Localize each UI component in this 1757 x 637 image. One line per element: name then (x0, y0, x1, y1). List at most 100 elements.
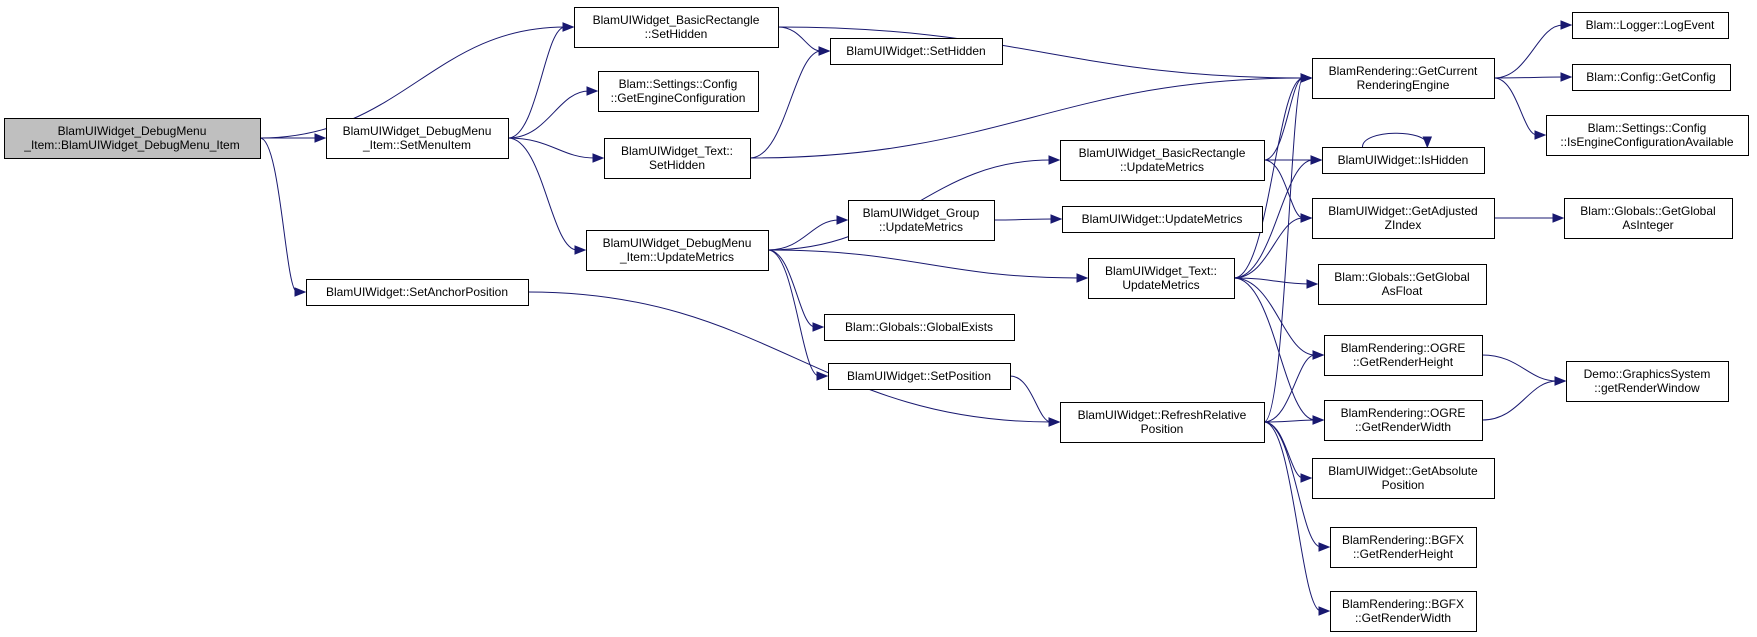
edge-arrowhead (1554, 376, 1567, 386)
node-br-updatemetrics[interactable]: BlamUIWidget_BasicRectangle::UpdateMetri… (1060, 140, 1265, 181)
edge-ishidden-to-ishidden (1362, 132, 1433, 149)
node-label-line: Position (1141, 422, 1184, 436)
node-globalexists[interactable]: Blam::Globals::GlobalExists (824, 314, 1015, 341)
edge-br-updatemetrics-to-getcurrentengine (1263, 73, 1313, 161)
node-label-line: BlamRendering::GetCurrent (1329, 64, 1478, 78)
node-ishidden[interactable]: BlamUIWidget::IsHidden (1322, 147, 1485, 174)
edge-line (1362, 132, 1428, 148)
node-label-line: ::GetRenderHeight (1353, 547, 1454, 561)
edge-line (1233, 277, 1316, 356)
edge-arrowhead (1312, 415, 1325, 425)
edge-getadjustedz-to-getglobalint (1494, 213, 1565, 223)
edge-dm-setmenuitem-to-text-sethidden (507, 137, 605, 163)
edge-getcurrentengine-to-getconfig (1493, 72, 1573, 82)
node-dm-updatemetrics[interactable]: BlamUIWidget_DebugMenu_Item::UpdateMetri… (586, 230, 769, 271)
node-logevent[interactable]: Blam::Logger::LogEvent (1572, 12, 1729, 39)
node-box (598, 71, 759, 112)
node-label-line: Blam::Globals::GlobalExists (845, 320, 993, 334)
node-sethidden[interactable]: BlamUIWidget::SetHidden (830, 38, 1003, 65)
node-box (824, 314, 1015, 341)
node-box (586, 230, 769, 271)
node-label-line: _Item::SetMenuItem (362, 138, 471, 152)
edge-dm-updatemetrics-to-setposition (767, 249, 829, 381)
edge-line (527, 291, 1052, 423)
node-root[interactable]: BlamUIWidget_DebugMenu_Item::BlamUIWidge… (4, 118, 261, 159)
node-label-line: _Item::BlamUIWidget_DebugMenu_Item (23, 138, 239, 152)
node-box (1572, 64, 1731, 91)
node-bgfx-width[interactable]: BlamRendering::BGFX::GetRenderWidth (1330, 591, 1477, 632)
edge-line (1233, 159, 1314, 279)
edge-dm-setmenuitem-to-dm-updatemetrics (507, 137, 587, 255)
node-label-line: BlamRendering::OGRE (1341, 406, 1466, 420)
edge-refreshrelative-to-bgfx-height (1263, 421, 1331, 552)
node-box (1324, 335, 1483, 376)
node-label-line: Demo::GraphicsSystem (1584, 367, 1711, 381)
node-label-line: RenderingEngine (1357, 78, 1450, 92)
edge-setposition-to-refreshrelative (1009, 375, 1061, 427)
edge-line (1481, 354, 1558, 382)
edge-arrowhead (1300, 213, 1313, 223)
node-text-updatemetrics[interactable]: BlamUIWidget_Text::UpdateMetrics (1088, 258, 1235, 299)
edge-arrowhead (1300, 73, 1313, 83)
node-setanchorposition[interactable]: BlamUIWidget::SetAnchorPosition (306, 279, 529, 306)
edge-dm-updatemetrics-to-globalexists (767, 249, 825, 332)
node-box (604, 138, 751, 179)
node-label-line: ::GetRenderHeight (1353, 355, 1454, 369)
node-box (1312, 198, 1495, 239)
node-label-line: BlamRendering::OGRE (1341, 341, 1466, 355)
edge-arrowhead (586, 86, 599, 96)
node-setposition[interactable]: BlamUIWidget::SetPosition (828, 363, 1011, 390)
node-box (1566, 361, 1729, 402)
node-label-line: BlamUIWidget_Text:: (621, 144, 733, 158)
node-bgfx-height[interactable]: BlamRendering::BGFX::GetRenderHeight (1330, 527, 1477, 568)
node-text-sethidden[interactable]: BlamUIWidget_Text::SetHidden (604, 138, 751, 179)
node-box (1546, 115, 1749, 156)
node-getrenderwindow[interactable]: Demo::GraphicsSystem::getRenderWindow (1566, 361, 1729, 402)
node-box (1312, 58, 1495, 99)
node-isengineconfigavail[interactable]: Blam::Settings::Config::IsEngineConfigur… (1546, 115, 1749, 156)
node-ogre-width[interactable]: BlamRendering::OGRE::GetRenderWidth (1324, 400, 1483, 441)
node-br-sethidden[interactable]: BlamUIWidget_BasicRectangle::SetHidden (574, 7, 779, 48)
edge-layer (259, 20, 1573, 616)
node-group-updatemetrics[interactable]: BlamUIWidget_Group::UpdateMetrics (848, 200, 995, 241)
node-label-line: Position (1382, 478, 1425, 492)
edge-line (777, 26, 822, 52)
edge-arrowhead (1312, 350, 1325, 360)
node-dm-setmenuitem[interactable]: BlamUIWidget_DebugMenu_Item::SetMenuItem (326, 118, 509, 159)
node-box (1330, 527, 1477, 568)
node-label-line: ::getRenderWindow (1594, 381, 1700, 395)
edge-arrowhead (1560, 72, 1573, 82)
node-settings-getengineconfig[interactable]: Blam::Settings::Config::GetEngineConfigu… (598, 71, 759, 112)
edge-arrowhead (1560, 20, 1573, 30)
node-label-line: ::UpdateMetrics (1120, 160, 1204, 174)
edge-arrowhead (1050, 214, 1063, 224)
node-label-line: BlamUIWidget::SetAnchorPosition (326, 285, 508, 299)
node-box (848, 200, 995, 241)
node-label-line: BlamUIWidget::SetHidden (846, 44, 985, 58)
node-box (306, 279, 529, 306)
node-box (1062, 206, 1263, 233)
edge-line (993, 218, 1054, 221)
node-label-line: BlamUIWidget_DebugMenu (343, 124, 492, 138)
node-widget-updatemetrics[interactable]: BlamUIWidget::UpdateMetrics (1062, 206, 1263, 233)
node-ogre-height[interactable]: BlamRendering::OGRE::GetRenderHeight (1324, 335, 1483, 376)
edge-line (507, 137, 596, 159)
edge-arrowhead (574, 245, 587, 255)
node-box (1322, 147, 1485, 174)
edge-line (777, 26, 1304, 79)
node-box (1572, 12, 1729, 39)
node-getconfig[interactable]: Blam::Config::GetConfig (1572, 64, 1731, 91)
node-label-line: Blam::Logger::LogEvent (1586, 18, 1715, 32)
edge-line (767, 249, 1080, 279)
edge-arrowhead (562, 22, 575, 32)
node-label-line: _Item::UpdateMetrics (619, 250, 734, 264)
node-label-line: ::UpdateMetrics (879, 220, 963, 234)
node-label-line: BlamRendering::BGFX (1342, 597, 1464, 611)
node-box (1318, 264, 1487, 305)
